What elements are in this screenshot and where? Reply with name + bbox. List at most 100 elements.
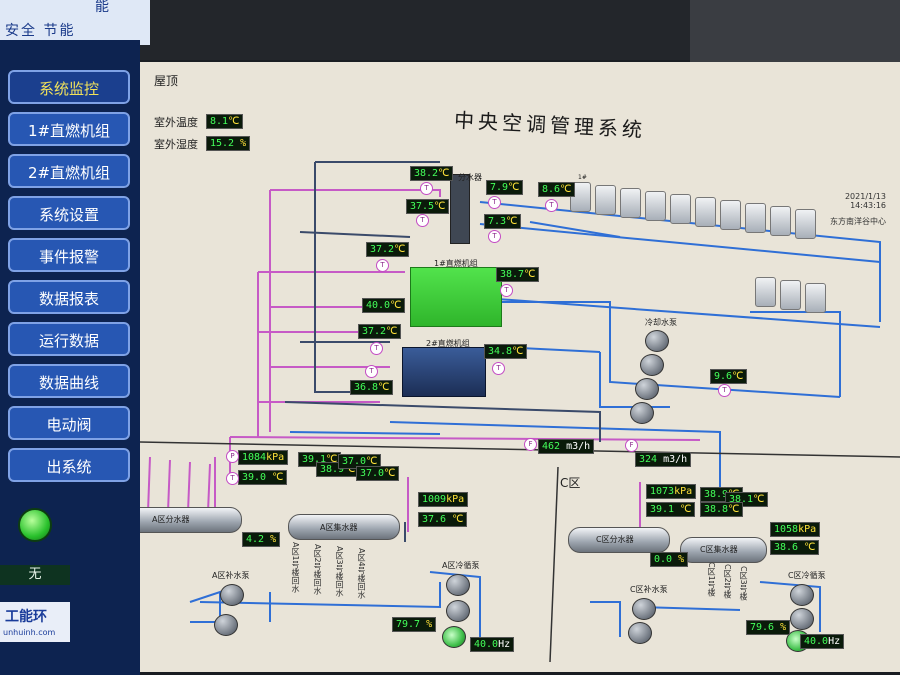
a-supply-header-label: A区分水器 [152, 515, 190, 524]
c-branch-label-1: C区1号楼 [707, 562, 716, 597]
c-pump-opening: 79.6 % [746, 620, 791, 635]
nav-system-settings[interactable]: 系统设置 [8, 196, 130, 230]
c-pump-frequency: 40.0Hz [800, 634, 845, 649]
nav-chiller-1[interactable]: 1#直燃机组 [8, 112, 130, 146]
c-makeup-pump-2[interactable] [628, 622, 652, 644]
c-return-temp: 38.6 ℃ [770, 540, 820, 555]
cooling-pump-4[interactable] [630, 402, 654, 424]
c-valve-opening: 0.0 % [650, 552, 689, 567]
c-return-header[interactable] [680, 537, 767, 563]
zone-divider-h [140, 441, 900, 458]
c-branch-label-3: C区3号楼 [739, 566, 748, 601]
a-return-temp: 37.6 ℃ [418, 512, 468, 527]
nav-electric-valve[interactable]: 电动阀 [8, 406, 130, 440]
sensor-f-2: F [625, 439, 638, 452]
cooling-tower-7 [720, 200, 741, 230]
a-makeup-pump-1[interactable] [220, 584, 244, 606]
sensor-t-4: T [488, 230, 501, 243]
a-cool-pump-1[interactable] [446, 574, 470, 596]
a-pump-frequency: 40.0Hz [470, 637, 515, 652]
temp-cooling-water: 9.6℃ [710, 369, 748, 384]
sensor-t-7: T [500, 284, 513, 297]
c-zone-supply-temp: 39.1 ℃ [646, 502, 696, 517]
sensor-t-9: T [492, 362, 505, 375]
flow-c-zone: 324 m3/h [635, 452, 692, 467]
status-bar: 无 [0, 565, 70, 585]
hmi-screen: 屋顶 中央空调管理系统 室外温度 8.1℃ 室外湿度 15.2 % 2021/1… [140, 62, 900, 672]
c-makeup-pump-1[interactable] [632, 598, 656, 620]
cooling-tower-11 [755, 277, 776, 307]
a-zone-pressure: 1084kPa [238, 450, 289, 465]
c-zone-pressure: 1073kPa [646, 484, 697, 499]
a-cool-pump-3[interactable] [442, 626, 466, 648]
temp-tower: 8.6℃ [538, 182, 576, 197]
roof-label: 屋顶 [154, 74, 179, 88]
sensor-t-8: T [370, 342, 383, 355]
nav-system-monitor[interactable]: 系统监控 [8, 70, 130, 104]
a-pump-opening: 79.7 % [392, 617, 437, 632]
cooling-tower-2 [595, 185, 616, 215]
a-branch-label-3: A区3号楼回水 [335, 546, 344, 597]
sensor-t-10: T [365, 365, 378, 378]
cooling-tower-4 [645, 191, 666, 221]
nav-chiller-2[interactable]: 2#直燃机组 [8, 154, 130, 188]
datetime: 2021/1/13 14:43:16 东方南洋谷中心 [830, 192, 886, 227]
a-cool-pump-2[interactable] [446, 600, 470, 622]
a-supply-header[interactable] [140, 507, 242, 533]
sensor-t-2: T [416, 214, 429, 227]
c-cool-pump-2[interactable] [790, 608, 814, 630]
cooling-pump-1[interactable] [645, 330, 669, 352]
temp-chiller1-right: 38.7℃ [496, 267, 540, 282]
cooling-tower-5 [670, 194, 691, 224]
nav-run-data[interactable]: 运行数据 [8, 322, 130, 356]
c-branch-label-2: C区2号楼 [723, 564, 732, 599]
a-return-temp-4: 37.0℃ [356, 466, 400, 481]
cooling-tower-8 [745, 203, 766, 233]
a-return-header-label: A区集水器 [320, 523, 358, 532]
sidebar: 系统监控 1#直燃机组 2#直燃机组 系统设置 事件报警 数据报表 运行数据 数… [0, 40, 140, 675]
c-return-temp-3: 38.8℃ [700, 502, 744, 517]
chiller-2-label: 2#直燃机组 [426, 339, 470, 348]
outdoor-temp-value: 8.1℃ [206, 114, 244, 129]
a-makeup-pump-2[interactable] [214, 614, 238, 636]
temp-chiller1-out: 40.0℃ [362, 298, 406, 313]
nav-data-curve[interactable]: 数据曲线 [8, 364, 130, 398]
temp-top-right-2: 7.3℃ [484, 214, 522, 229]
c-return-pressure: 1058kPa [770, 522, 821, 537]
banner-line2: 安全 节能 [5, 23, 76, 39]
cooling-tower-13 [805, 283, 826, 313]
c-cool-pump-1[interactable] [790, 584, 814, 606]
a-return-pressure: 1009kPa [418, 492, 469, 507]
cooling-pump-3[interactable] [635, 378, 659, 400]
c-return-header-label: C区集水器 [700, 545, 738, 554]
nav-event-alarm[interactable]: 事件报警 [8, 238, 130, 272]
return-pipes [284, 161, 601, 542]
chiller-1[interactable] [410, 267, 502, 327]
c-supply-header[interactable] [568, 527, 670, 553]
chiller-2[interactable] [402, 347, 486, 397]
a-return-header[interactable] [288, 514, 400, 540]
c-cool-pump-label: C区冷循泵 [788, 571, 826, 580]
cooling-pump-2[interactable] [640, 354, 664, 376]
cooling-tower-6 [695, 197, 716, 227]
nav-data-report[interactable]: 数据报表 [8, 280, 130, 314]
nav-exit-system[interactable]: 出系统 [8, 448, 130, 482]
temp-chiller1-left: 37.2℃ [366, 242, 410, 257]
temp-top-right-1: 7.9℃ [486, 180, 524, 195]
sensor-t-5: T [545, 199, 558, 212]
temp-top-left-2: 37.5℃ [406, 199, 450, 214]
pipe-network [140, 161, 900, 663]
company-logo: 工能环 unhuinh.com [0, 602, 70, 642]
flow-main: 462 m3/h [538, 439, 595, 454]
a-zone-branches [147, 456, 211, 513]
sensor-p-a: P [226, 450, 239, 463]
a-zone-supply-temp: 39.0 ℃ [238, 470, 288, 485]
cooling-tower-12 [780, 280, 801, 310]
site-name: 东方南洋谷中心 [830, 217, 886, 226]
date-text: 2021/1/13 [844, 192, 886, 201]
zone-divider-v [549, 466, 559, 663]
time-text: 14:43:16 [850, 201, 886, 210]
a-branch-label-2: A区2号楼回水 [313, 544, 322, 595]
temp-chiller2-out: 36.8℃ [350, 380, 394, 395]
sensor-t-11: T [718, 384, 731, 397]
